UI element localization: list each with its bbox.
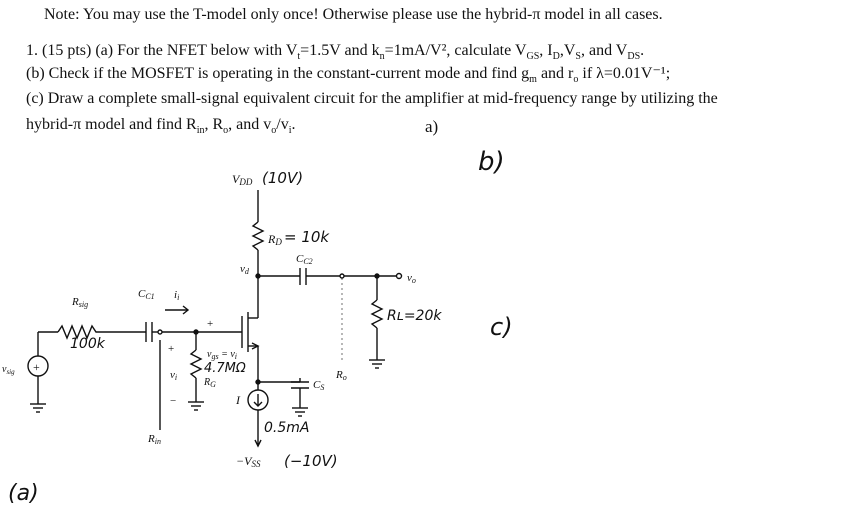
isrc-arrowhead — [253, 401, 263, 407]
vsig-plus: + — [33, 360, 40, 374]
vgs-label: vgs = vi — [207, 349, 237, 361]
figure-label-a: a) — [425, 117, 439, 136]
rin-label: Rin — [147, 433, 161, 446]
question-1a: 1. (15 pts) (a) For the NFET below with … — [26, 42, 645, 63]
handwritten-c: c) — [490, 313, 513, 341]
vd-label: vd — [240, 263, 250, 276]
vi-terminal — [157, 329, 163, 335]
ii-label: ii — [174, 289, 179, 302]
rl-value: Rʟ=20k — [387, 308, 442, 324]
vo-label: vo — [407, 272, 416, 285]
vsig-label: vsig — [2, 364, 15, 376]
rg-label: RG — [203, 377, 216, 389]
vdd-label: VDD — [232, 172, 253, 187]
vgs-plus: + — [207, 318, 213, 330]
rd-resistor — [251, 221, 265, 251]
vdd-value: (10V) — [262, 169, 303, 187]
question-1c: (c) Draw a complete small-signal equival… — [26, 90, 718, 107]
vi-label: vi — [170, 369, 177, 382]
ii-arrowhead — [182, 305, 190, 315]
vss-value: (−10V) — [284, 452, 338, 470]
rsig-value: 100k — [70, 336, 106, 352]
rsig-label: Rsig — [71, 296, 88, 309]
vss-arrow — [254, 439, 262, 448]
cc1-label: CC1 — [138, 288, 155, 301]
vss-label: −VSS — [236, 454, 261, 469]
vo-terminal — [395, 272, 403, 280]
vi-minus: − — [170, 395, 176, 407]
rg-resistor — [189, 349, 203, 379]
note-text: Note: You may use the T-model only once!… — [44, 6, 663, 23]
rl-resistor — [370, 299, 384, 329]
question-1b: (b) Check if the MOSFET is operating in … — [26, 65, 671, 86]
handwritten-b: b) — [478, 147, 505, 177]
ro-label: Ro — [335, 369, 347, 382]
question-1c-cont: hybrid-π model and find Rin, Ro, and vo/… — [26, 116, 296, 137]
rg-value: 4.7MΩ — [204, 361, 246, 376]
cc2-label: CC2 — [296, 253, 313, 266]
handwritten-a: (a) — [8, 481, 39, 506]
vi-plus: + — [168, 343, 174, 355]
rsig-resistor — [57, 324, 122, 340]
isrc-label: I — [235, 393, 241, 407]
isrc-value: 0.5mA — [264, 420, 309, 436]
rd-label: RD — [267, 232, 282, 247]
cs-label: CS — [313, 379, 324, 392]
ro-terminal — [339, 273, 345, 279]
rd-value: = 10k — [284, 228, 330, 246]
